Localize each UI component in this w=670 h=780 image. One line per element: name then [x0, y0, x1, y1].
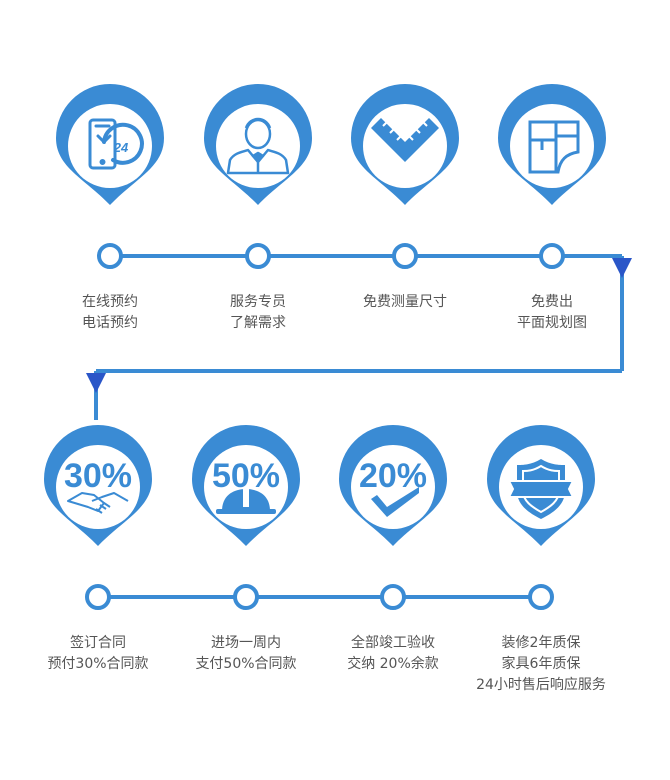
step-label-line: 平面规划图	[517, 315, 587, 331]
timeline-node	[380, 584, 406, 610]
timeline-node	[392, 243, 418, 269]
step-label-line: 全部竣工验收	[351, 635, 435, 651]
step-label: 全部竣工验收 交纳 20%余款	[313, 633, 473, 675]
step-label-line: 免费出	[531, 294, 573, 310]
service-staff-icon	[226, 117, 290, 175]
percentage-badge: 20%	[359, 457, 427, 495]
percentage-badge: 30%	[64, 457, 132, 495]
step-label: 免费测量尺寸	[325, 292, 485, 313]
step-pin	[351, 84, 459, 205]
step-label: 服务专员 了解需求	[178, 292, 338, 334]
arrow-down-icon	[612, 258, 632, 278]
percentage-badge: 50%	[212, 457, 280, 495]
step-label-line: 电话预约	[82, 315, 138, 331]
step-pin	[498, 84, 606, 205]
step-label: 免费出 平面规划图	[472, 292, 632, 334]
hard-hat-icon	[216, 489, 276, 514]
floor-plan-icon	[528, 120, 580, 174]
step-label-line: 在线预约	[82, 294, 138, 310]
shield-badge-icon	[507, 459, 575, 519]
arrow-down-icon	[86, 373, 106, 393]
step-label-line: 家具6年质保	[501, 656, 581, 672]
step-label-line: 24小时售后响应服务	[476, 677, 606, 693]
step-label-line: 交纳 20%余款	[347, 656, 439, 672]
timeline-node	[528, 584, 554, 610]
step-pin: 24	[56, 84, 164, 205]
step-label-line: 免费测量尺寸	[363, 294, 447, 310]
step-label-line: 签订合同	[70, 635, 126, 651]
timeline-node	[539, 243, 565, 269]
timeline-nodes	[85, 243, 565, 610]
step-label-line: 装修2年质保	[501, 635, 581, 651]
step-label: 在线预约 电话预约	[30, 292, 190, 334]
timeline-node	[233, 584, 259, 610]
step-pin: 30%	[44, 425, 152, 546]
measuring-ruler-icon	[371, 118, 439, 162]
timeline-node	[97, 243, 123, 269]
step-label-line: 进场一周内	[211, 635, 281, 651]
step-label: 装修2年质保 家具6年质保 24小时售后响应服务	[461, 633, 621, 696]
step-label: 进场一周内 支付50%合同款	[166, 633, 326, 675]
timeline-node	[245, 243, 271, 269]
step-label-line: 服务专员	[230, 294, 286, 310]
step-pin	[487, 425, 595, 546]
step-label-line: 预付30%合同款	[47, 656, 149, 672]
step-pin: 20%	[339, 425, 447, 546]
step-label-line: 了解需求	[230, 315, 286, 331]
checkmark-icon	[371, 487, 419, 517]
svg-text:24: 24	[113, 140, 129, 155]
timeline-node	[85, 584, 111, 610]
step-label: 签订合同 预付30%合同款	[18, 633, 178, 675]
phone-24-icon: 24	[88, 118, 144, 170]
step-label-line: 支付50%合同款	[195, 656, 297, 672]
step-pin: 50%	[192, 425, 300, 546]
handshake-icon	[67, 492, 129, 514]
step-pin	[204, 84, 312, 205]
